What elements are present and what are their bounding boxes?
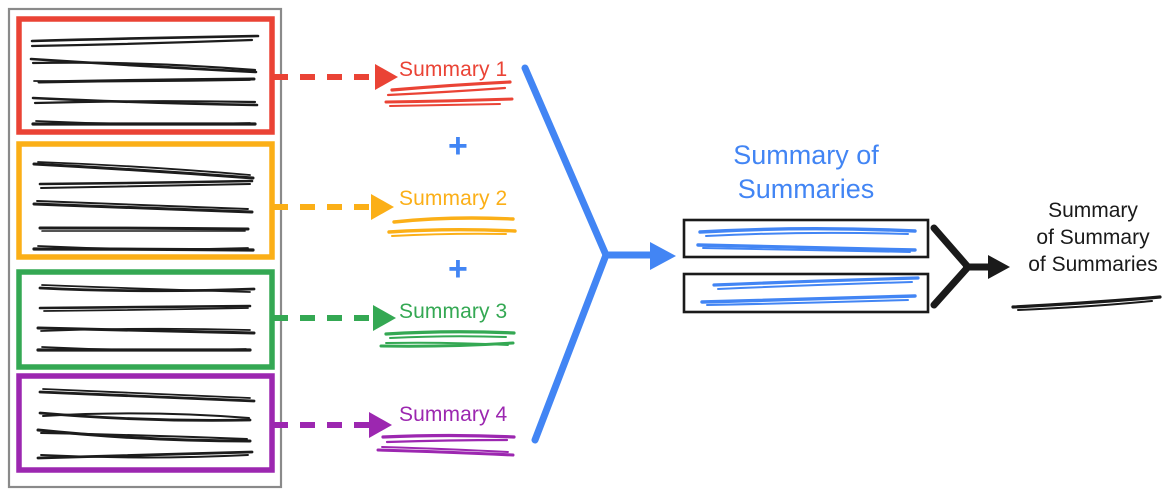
summary-3-label: Summary 3: [399, 300, 508, 323]
source-chunk-1-border: [16, 16, 275, 135]
source-chunk-2-text-lines: [32, 161, 255, 252]
source-chunk-4[interactable]: [16, 373, 275, 473]
summary-1-label: Summary 1: [399, 58, 508, 81]
summary-of-summaries-title: Summary of Summaries: [686, 138, 926, 206]
source-chunk-1[interactable]: [16, 16, 275, 135]
source-chunk-3-border: [16, 269, 275, 370]
summary-1-lines: [384, 80, 514, 107]
summary-3-lines: [379, 330, 516, 348]
plus-sign-1: +: [448, 127, 468, 165]
merge-arrow-blue: [521, 64, 676, 444]
final-output-lines: [1011, 295, 1162, 311]
source-chunk-3-text-lines: [36, 284, 256, 352]
source-chunk-1-text-lines: [29, 34, 260, 126]
summary-4-label: Summary 4: [399, 403, 508, 426]
document-collection-border: [7, 7, 283, 489]
source-chunk-4-text-lines: [36, 388, 256, 460]
source-chunk-4-border: [16, 373, 275, 473]
plus-sign-2: +: [448, 250, 468, 288]
final-title-line-1: Summary: [1048, 199, 1138, 222]
dashed-arrow-4: [273, 412, 392, 438]
final-title-line-3: of Summaries: [1028, 253, 1158, 276]
final-output-title: Summary of Summary of Summaries: [1018, 197, 1168, 278]
summary-4-lines: [376, 433, 516, 457]
final-title-line-2: of Summary: [1036, 226, 1150, 249]
merge-arrow-black: [930, 224, 1010, 309]
source-chunk-3[interactable]: [16, 269, 275, 370]
summary-2-lines: [387, 216, 517, 237]
dashed-arrow-1: [273, 64, 398, 90]
sos-box-2-lines: [700, 276, 920, 306]
sos-box-2[interactable]: [682, 272, 930, 314]
dashed-arrow-3: [273, 305, 396, 331]
sos-box-1[interactable]: [682, 218, 930, 259]
sos-title-line-2: Summaries: [737, 174, 875, 204]
sos-box-1-lines: [696, 227, 917, 253]
source-chunk-2-border: [16, 141, 275, 260]
sos-title-line-1: Summary of: [733, 140, 879, 170]
dashed-arrow-2: [273, 194, 394, 220]
summary-2-label: Summary 2: [399, 187, 508, 210]
source-chunk-2[interactable]: [16, 141, 275, 260]
